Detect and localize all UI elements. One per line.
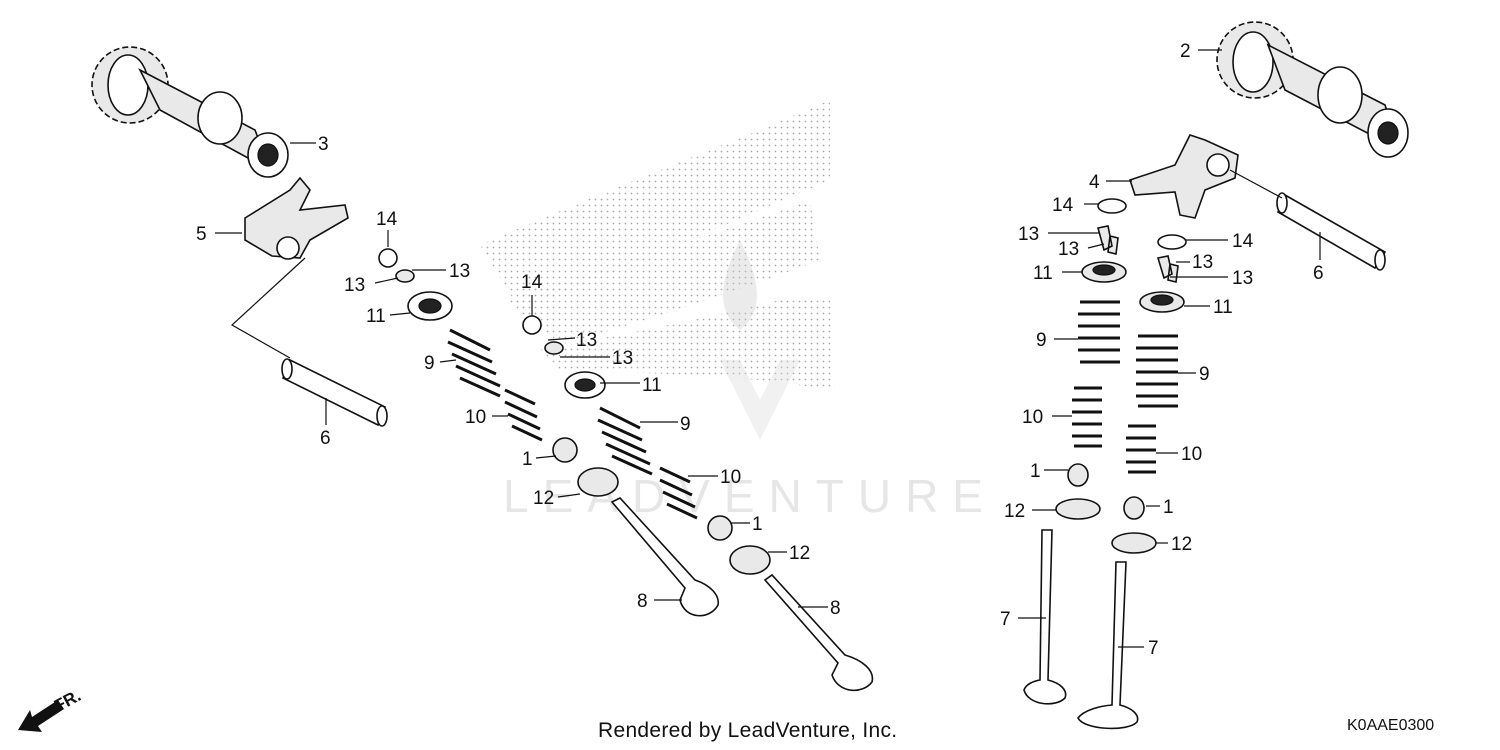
callout-5: 5 xyxy=(196,224,207,245)
spring-seat-left-a xyxy=(577,467,619,497)
callout-10-left-b: 10 xyxy=(720,467,741,488)
callout-11-right-b: 11 xyxy=(1213,297,1233,318)
valve-left-b xyxy=(763,573,874,692)
callout-9-left-a: 9 xyxy=(424,353,435,374)
camshaft-left xyxy=(91,46,289,178)
callout-13-right-b: 13 xyxy=(1058,239,1079,260)
callout-12-left-a: 12 xyxy=(533,488,554,509)
spring-seat-left-b xyxy=(729,545,771,575)
callout-9-right-a: 9 xyxy=(1036,330,1047,351)
callout-9-right-b: 9 xyxy=(1199,364,1210,385)
callout-1-left-a: 1 xyxy=(522,449,533,470)
diagram-code: K0AAE0300 xyxy=(1347,717,1435,734)
callout-14-right-b: 14 xyxy=(1232,231,1254,252)
valve-seal-right-b xyxy=(1123,496,1145,520)
inner-spring-left-a xyxy=(504,388,543,442)
wing-logo-watermark xyxy=(480,100,835,390)
front-arrow-icon xyxy=(18,700,64,732)
inner-spring-right-b xyxy=(1126,424,1156,474)
callout-8-left-a: 8 xyxy=(637,591,648,612)
callout-6-left: 6 xyxy=(320,428,331,449)
callout-13-right-c: 13 xyxy=(1192,252,1213,273)
rocker-shaft-left xyxy=(281,358,388,427)
callout-6-right: 6 xyxy=(1313,263,1324,284)
callout-9-left-b: 9 xyxy=(680,414,691,435)
spring-retainer-left-a xyxy=(407,291,453,321)
callout-2: 2 xyxy=(1180,41,1191,62)
spring-retainer-right-a xyxy=(1081,261,1127,283)
callout-11-left-a: 11 xyxy=(366,306,386,327)
callout-1-left-b: 1 xyxy=(752,514,763,535)
callout-13-right-a: 13 xyxy=(1018,224,1039,245)
callout-14-left-b: 14 xyxy=(521,272,543,293)
valve-right-a xyxy=(1023,529,1067,705)
valve-seal-left-a xyxy=(552,437,578,463)
watermark-text: LEADVENTURE xyxy=(503,470,997,522)
camshaft-right xyxy=(1216,21,1409,158)
callout-4: 4 xyxy=(1089,172,1100,193)
callout-7-right-a: 7 xyxy=(1000,609,1011,630)
callout-11-left-b: 11 xyxy=(642,375,662,396)
callout-12-right-a: 12 xyxy=(1004,501,1025,522)
inner-spring-left-b xyxy=(659,466,698,520)
cotter-left-b xyxy=(544,341,564,355)
valve-left-a xyxy=(610,497,720,617)
callout-12-right-b: 12 xyxy=(1171,534,1192,555)
callout-1-right-b: 1 xyxy=(1163,497,1174,518)
callout-10-right-b: 10 xyxy=(1181,444,1202,465)
callout-7-right-b: 7 xyxy=(1148,638,1159,659)
inner-spring-right-a xyxy=(1072,386,1102,448)
shim-left-a xyxy=(378,248,398,268)
callout-13-right-d: 13 xyxy=(1232,268,1253,289)
callout-12-left-b: 12 xyxy=(789,543,810,564)
callout-1-right-a: 1 xyxy=(1030,461,1041,482)
spring-retainer-left-b xyxy=(564,371,606,399)
outer-spring-right-a xyxy=(1078,300,1120,364)
rocker-shaft-right xyxy=(1276,192,1387,271)
callout-14-right-a: 14 xyxy=(1052,195,1074,216)
outer-spring-left-a xyxy=(447,328,501,398)
credit-text: Rendered by LeadVenture, Inc. xyxy=(598,719,898,742)
shim-right-a xyxy=(1097,198,1127,214)
callout-14-left-a: 14 xyxy=(376,209,398,230)
valve-seal-right-a xyxy=(1067,463,1089,487)
flame-watermark-icon xyxy=(720,240,800,440)
callout-13-left-b: 13 xyxy=(449,261,470,282)
callout-13-left-c: 13 xyxy=(576,330,597,351)
cotter-right-a xyxy=(1097,225,1119,255)
callout-10-right-a: 10 xyxy=(1022,407,1043,428)
callout-10-left-a: 10 xyxy=(465,407,486,428)
shim-right-b xyxy=(1157,234,1187,250)
rocker-arm-right xyxy=(1128,134,1239,219)
shim-left-b xyxy=(522,315,542,335)
valve-seal-left-b xyxy=(707,515,733,541)
callout-3: 3 xyxy=(318,134,329,155)
callout-11-right-a: 11 xyxy=(1033,263,1053,284)
spring-seat-right-b xyxy=(1111,532,1157,554)
callout-13-left-a: 13 xyxy=(344,275,365,296)
cotter-left-a xyxy=(395,269,415,283)
rocker-arm-left xyxy=(244,176,349,260)
callout-13-left-d: 13 xyxy=(612,348,633,369)
spring-seat-right-a xyxy=(1055,498,1101,520)
outer-spring-right-b xyxy=(1136,334,1178,408)
valve-right-b xyxy=(1077,561,1139,730)
cotter-right-b xyxy=(1156,255,1179,283)
spring-retainer-right-b xyxy=(1139,291,1185,313)
callout-8-left-b: 8 xyxy=(830,598,841,619)
outer-spring-left-b xyxy=(597,406,653,476)
